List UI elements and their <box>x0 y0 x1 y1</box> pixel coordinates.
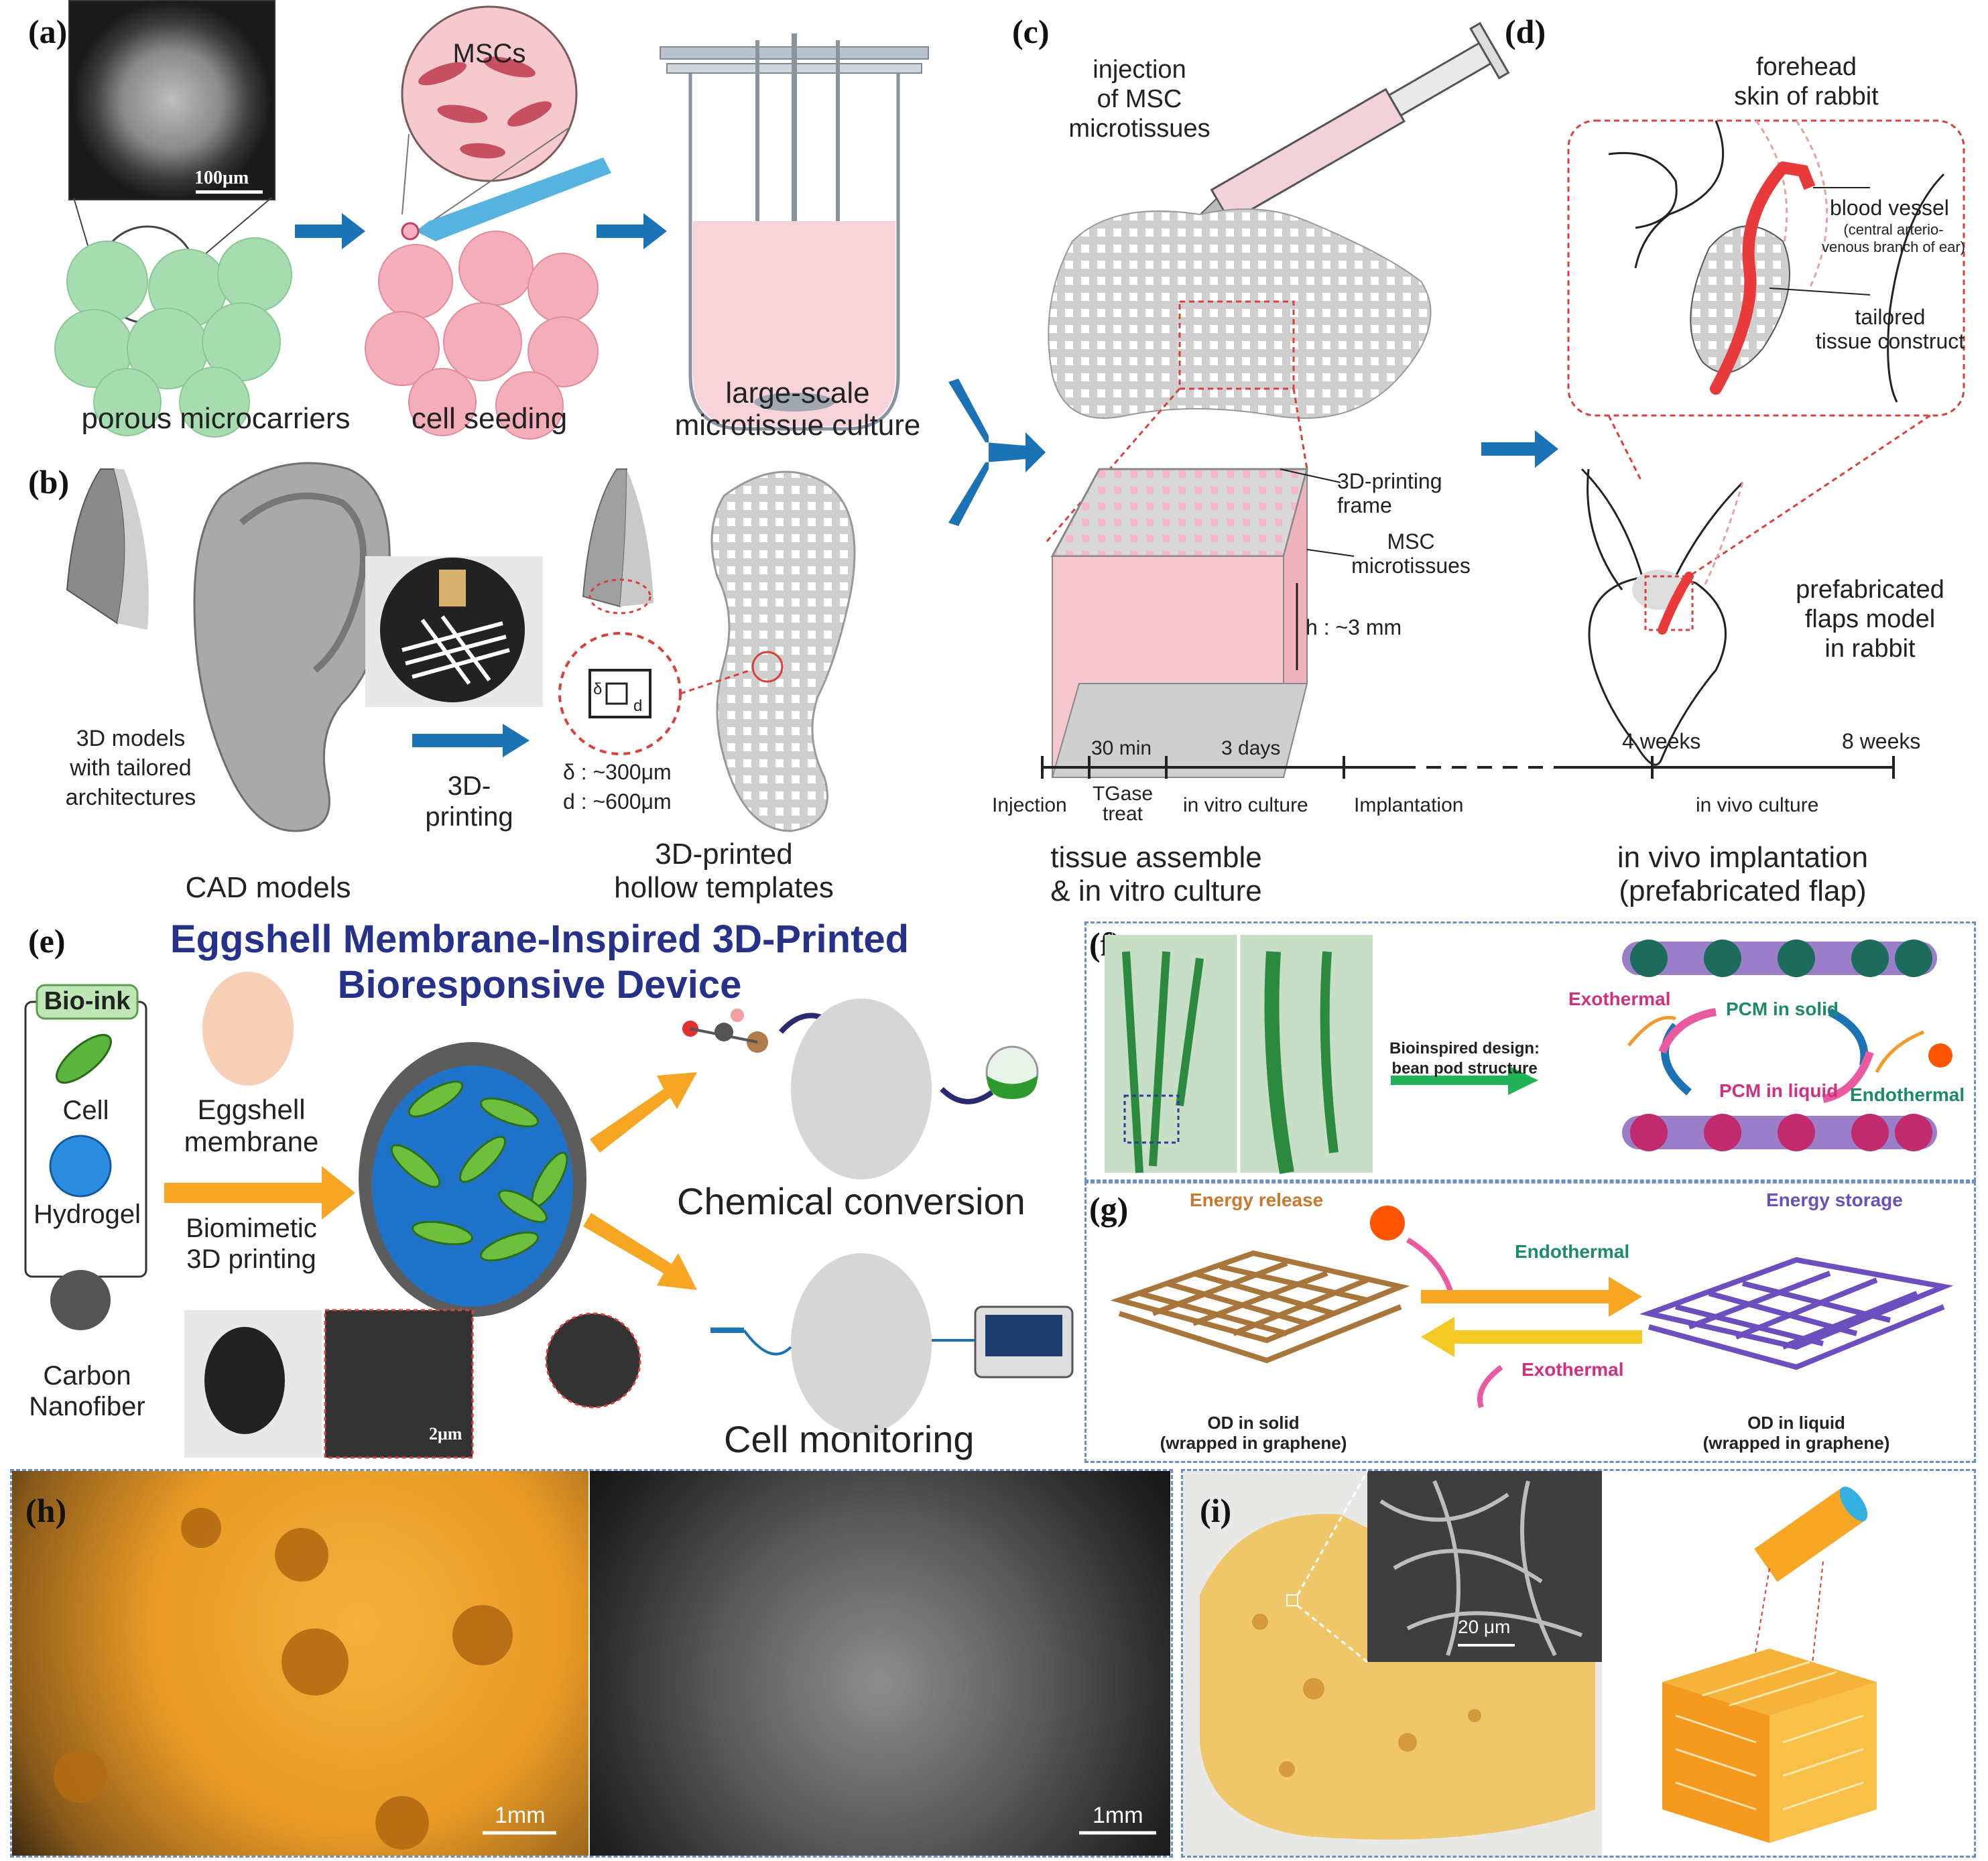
panel-label-g: (g) <box>1089 1190 1129 1228</box>
pcm-solid-label: PCM in solid <box>1726 999 1839 1019</box>
cell-label: Cell <box>62 1096 109 1125</box>
timeline-3days: 3 days <box>1221 737 1281 759</box>
panel-f-frame <box>1084 921 1976 1181</box>
blood-vessel-label: blood vessel <box>1830 196 1949 220</box>
panel-label-e: (e) <box>28 922 66 960</box>
timeline-in-vitro: in vitro culture <box>1183 794 1308 816</box>
bioink-label: Bio-ink <box>44 987 131 1015</box>
panel-label-c: (c) <box>1012 13 1050 50</box>
chemical-conversion-label: Chemical conversion <box>677 1180 1026 1222</box>
msc-label: MSCs <box>452 39 526 68</box>
panel-i-frame <box>1181 1469 1976 1858</box>
sem-microcarrier-image <box>68 0 275 200</box>
step-microtissue-culture: microtissue culture <box>674 409 921 442</box>
panel-label-d: (d) <box>1505 13 1546 50</box>
scale-bar-a: 100μm <box>194 168 249 188</box>
timeline-in-vivo: in vivo culture <box>1696 794 1819 816</box>
d-glyph: d <box>633 697 643 715</box>
panel-label-h: (h) <box>25 1492 67 1529</box>
panel-label-b: (b) <box>28 463 70 501</box>
pcm-liquid-label: PCM in liquid <box>1719 1080 1839 1101</box>
coral-sem <box>590 1471 1170 1856</box>
scale-bar-i: 20 μm <box>1458 1616 1511 1637</box>
timeline-injection: Injection <box>992 794 1067 816</box>
panel-label-a: (a) <box>28 13 68 50</box>
g-endothermal: Endothermal <box>1515 1241 1630 1262</box>
panel-h-frame <box>10 1469 1173 1858</box>
timeline-30min: 30 min <box>1091 737 1152 759</box>
in-vivo-implantation-label: in vivo implantation(prefabricated flap) <box>1617 841 1869 907</box>
f-endothermal: Endothermal <box>1850 1084 1965 1105</box>
bioinspired-design-label: Bioinspired design:bean pod structure <box>1389 1039 1540 1078</box>
f-exothermal: Exothermal <box>1568 988 1671 1009</box>
panel-g-frame <box>1084 1181 1976 1463</box>
scale-left-h: 1mm <box>495 1803 546 1828</box>
blood-vessel-sub: (central arterio-venous branch of ear) <box>1821 221 1966 255</box>
energy-storage-label: Energy storage <box>1766 1190 1903 1210</box>
step-cell-seeding: cell seeding <box>411 402 568 435</box>
cell-monitoring-label: Cell monitoring <box>724 1418 975 1460</box>
energy-release-label: Energy release <box>1190 1190 1324 1210</box>
printing-text: 3D-printing <box>425 771 513 832</box>
tissue-assemble-label: tissue assemble& in vitro culture <box>1050 841 1262 907</box>
scale-bar-e: 2μm <box>429 1424 462 1443</box>
cad-models-label: CAD models <box>185 871 351 904</box>
od-solid-label: OD in solid(wrapped in graphene) <box>1160 1413 1347 1453</box>
delta-glyph: δ <box>593 680 603 698</box>
g-exothermal: Exothermal <box>1521 1359 1624 1380</box>
timeline-8weeks: 8 weeks <box>1842 729 1921 753</box>
timeline-implantation: Implantation <box>1354 794 1464 816</box>
panel-label-i: (i) <box>1200 1492 1232 1529</box>
hydrogel-label: Hydrogel <box>33 1200 141 1229</box>
scale-bar-line-a <box>196 190 263 194</box>
height-label: h : ~3 mm <box>1306 615 1402 639</box>
step-large-scale: large-scale <box>725 377 870 409</box>
scale-right-h: 1mm <box>1093 1803 1143 1828</box>
step-porous-microcarriers: porous microcarriers <box>81 402 351 435</box>
timeline-4weeks: 4 weeks <box>1622 729 1701 753</box>
od-liquid-label: OD in liquid(wrapped in graphene) <box>1702 1413 1890 1453</box>
